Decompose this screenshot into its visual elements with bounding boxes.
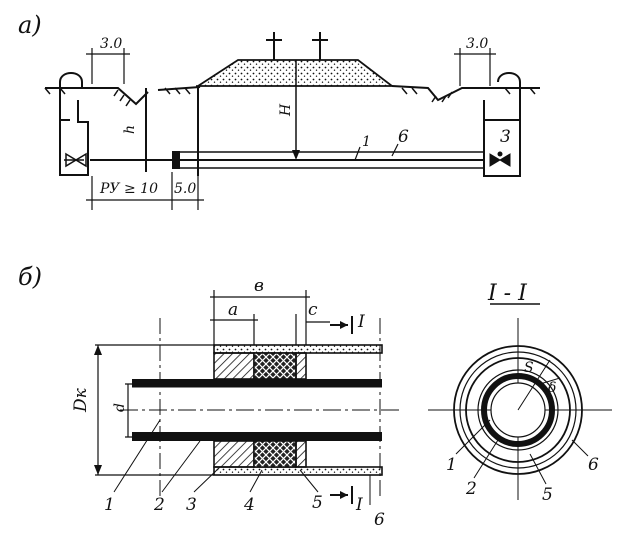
dim-b: в [254,276,264,296]
panel-label-a: a) [18,11,42,39]
section-part-5: 5 [542,485,553,505]
dim-d: d [112,403,128,412]
dim-left-3: 3.0 [100,36,122,52]
dim-5: 5.0 [174,181,196,197]
left-chamber [59,72,89,176]
dim-H: H [278,103,294,117]
dim-a: a [228,300,238,320]
label-delta: δ [548,380,556,396]
section-mark-bottom: I [355,495,363,515]
section-part-1: 1 [446,455,457,475]
dim-c: c [308,300,318,320]
part-label-1: 1 [104,495,115,515]
section-part-6: 6 [588,455,599,475]
pipeline-profile: 1 6 [90,86,484,176]
embankment [194,59,395,87]
part-label-3: 3 [186,495,197,515]
right-chamber: 3 [483,72,521,177]
part-label-4: 4 [243,495,255,515]
section-mark-top: I [357,312,365,332]
ground-line [45,85,540,106]
panel-label-b: б) [18,263,42,291]
dim-ru: РУ ≥ 10 [99,181,158,197]
cross-section: I - I S δ 1 2 5 6 [428,281,612,505]
part-b-longitudinal: б) Dк d в a c I I [18,263,400,530]
pipe-label-6: 6 [398,127,409,147]
section-part-2: 2 [465,479,477,499]
dim-Dk: Dк [71,387,91,413]
section-title: I - I [487,281,528,306]
dim-right-3: 3.0 [466,36,488,52]
part-label-5: 5 [312,493,323,513]
dim-h: h [122,125,138,134]
pipe-label-1: 1 [362,134,371,150]
chamber-label-3: 3 [500,127,511,147]
part-label-2: 2 [153,495,165,515]
label-s: S [524,360,534,376]
part-a-profile: a) 3 [18,11,540,210]
part-label-6: 6 [374,510,385,530]
